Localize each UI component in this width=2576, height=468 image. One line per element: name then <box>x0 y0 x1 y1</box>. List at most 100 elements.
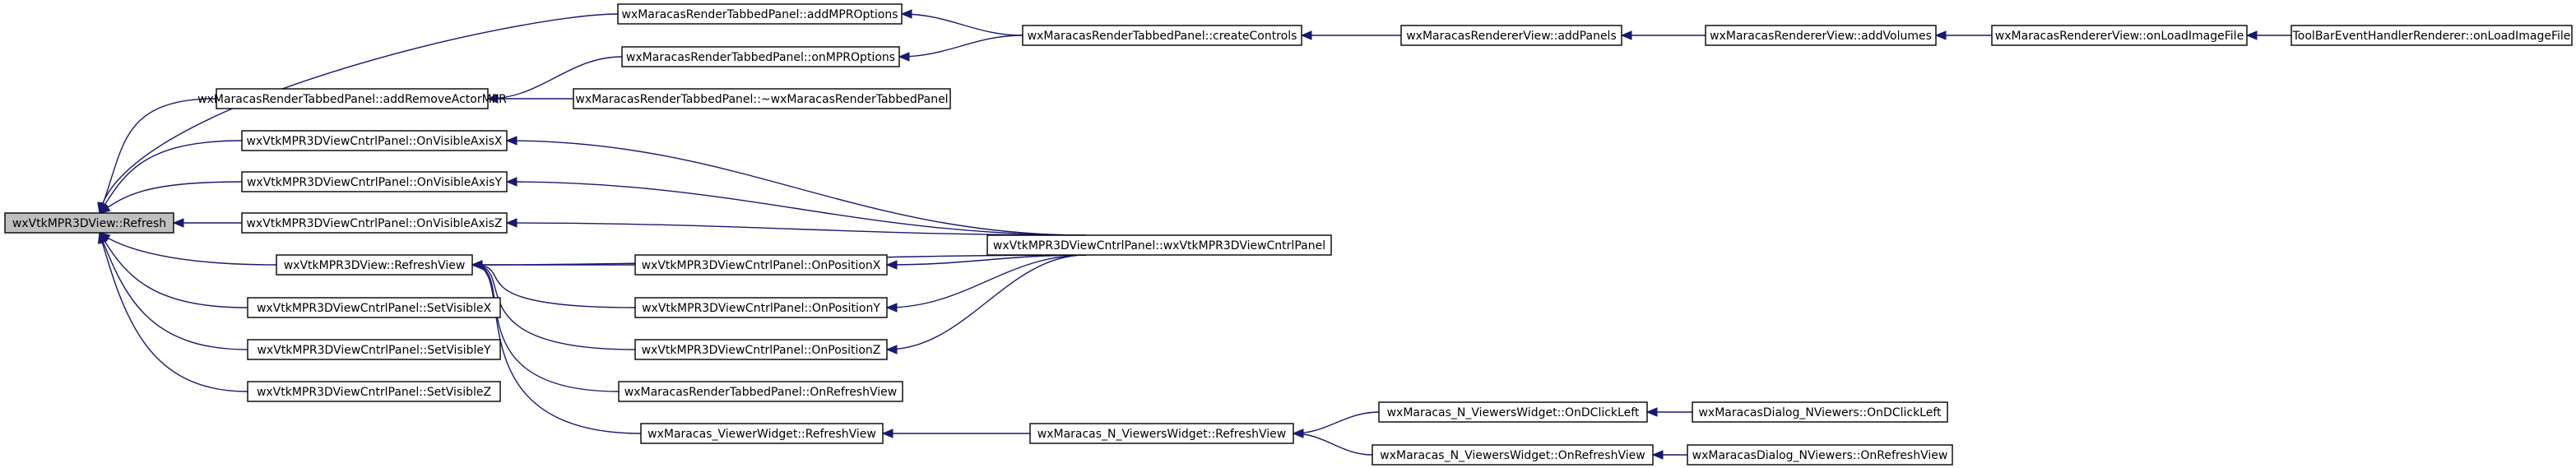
node-label: wxMaracasRendererView::addVolumes <box>1710 30 1932 43</box>
edge-addVolumes-to-onLoadImageFile <box>1934 30 1992 40</box>
edge-arrowhead <box>505 136 518 146</box>
edge-line <box>471 264 642 434</box>
node-label: wxVtkMPR3DViewCntrlPanel::wxVtkMPR3DView… <box>993 239 1325 253</box>
node-onVisibleAxisZ[interactable]: wxVtkMPR3DViewCntrlPanel::OnVisibleAxisZ <box>241 212 508 234</box>
node-box <box>4 212 174 234</box>
edge-arrowhead <box>885 260 898 270</box>
edge-line <box>99 232 248 308</box>
node-addPanels[interactable]: wxMaracasRendererView::addPanels <box>1400 25 1622 46</box>
edge-onVisibleAxisX-to-ctorCntrl <box>505 136 1087 236</box>
node-nViewersOnDClick[interactable]: wxMaracas_N_ViewersWidget::OnDClickLeft <box>1378 401 1648 423</box>
edge-arrowhead <box>1934 30 1947 40</box>
edge-refresh-to-setVisibleY <box>99 231 248 350</box>
node-label: wxVtkMPR3DViewCntrlPanel::SetVisibleZ <box>257 386 491 399</box>
node-label: wxMaracasRendererView::onLoadImageFile <box>1995 30 2244 43</box>
edge-arrowhead <box>1300 30 1312 40</box>
edge-line <box>901 13 1023 36</box>
edge-arrowhead <box>1292 429 1304 438</box>
node-box <box>247 339 501 360</box>
node-ctorCntrl[interactable]: wxVtkMPR3DViewCntrlPanel::wxVtkMPR3DView… <box>986 234 1332 256</box>
edge-arrowhead <box>898 52 910 62</box>
node-label: wxMaracas_N_ViewersWidget::OnRefreshView <box>1380 449 1645 462</box>
node-box <box>241 130 508 151</box>
edge-refresh-to-onVisibleAxisY <box>98 181 243 214</box>
edge-onPositionZ-to-ctorCntrl <box>885 254 1087 354</box>
node-refresh[interactable]: wxVtkMPR3DView::Refresh <box>4 212 174 234</box>
node-label: wxVtkMPR3DViewCntrlPanel::OnVisibleAxisX <box>246 135 502 148</box>
edge-line <box>99 13 619 214</box>
edge-line <box>471 264 620 392</box>
node-box <box>241 171 508 192</box>
node-label: wxMaracas_N_ViewersWidget::RefreshView <box>1037 428 1286 441</box>
node-label: wxVtkMPR3DViewCntrlPanel::OnPositionZ <box>642 344 881 357</box>
node-createControls[interactable]: wxMaracasRenderTabbedPanel::createContro… <box>1022 25 1302 46</box>
node-label: wxMaracasDialog_NViewers::OnDClickLeft <box>1698 406 1942 419</box>
edge-addPanels-to-addVolumes <box>1620 30 1706 40</box>
edge-nViewersOnRefresh-to-dialogOnRefresh <box>1651 450 1687 460</box>
node-setVisibleZ[interactable]: wxVtkMPR3DViewCntrlPanel::SetVisibleZ <box>247 381 501 402</box>
edge-refreshView-to-onRefreshViewTabbed <box>471 260 620 392</box>
edge-line <box>506 140 1087 236</box>
node-dialogOnDClick[interactable]: wxMaracasDialog_NViewers::OnDClickLeft <box>1692 401 1948 423</box>
edge-line <box>471 264 636 308</box>
edge-onMPROptions-to-createControls <box>898 35 1023 62</box>
node-box <box>2291 25 2573 46</box>
node-box <box>216 88 489 109</box>
edge-refresh-to-addRemoveActorMPR <box>99 98 217 215</box>
node-label: wxVtkMPR3DViewCntrlPanel::SetVisibleY <box>257 344 491 357</box>
node-label: wxVtkMPR3DViewCntrlPanel::OnVisibleAxisZ <box>246 217 502 230</box>
edge-line <box>99 232 277 266</box>
edge-line <box>886 254 1087 350</box>
node-dialogOnRefresh[interactable]: wxMaracasDialog_NViewers::OnRefreshView <box>1687 444 1953 466</box>
edge-arrowhead <box>98 203 111 214</box>
edge-refresh-to-onVisibleAxisZ <box>172 218 242 228</box>
edge-line <box>99 232 248 350</box>
edge-refresh-to-setVisibleZ <box>97 231 248 392</box>
node-onPositionZ[interactable]: wxVtkMPR3DViewCntrlPanel::OnPositionZ <box>634 339 888 360</box>
edge-refresh-to-refreshView <box>98 232 277 266</box>
node-box <box>634 339 888 360</box>
edge-line <box>99 232 248 392</box>
edge-createControls-to-addPanels <box>1300 30 1401 40</box>
edge-arrowhead <box>1620 30 1632 40</box>
node-dtorTabbed[interactable]: wxMaracasRenderTabbedPanel::~wxMaracasRe… <box>573 88 951 109</box>
edge-line <box>506 222 1087 236</box>
edge-nViewersOnDClick-to-dialogOnDClick <box>1645 407 1692 417</box>
edge-arrowhead <box>881 429 893 438</box>
node-toolbarOnLoad[interactable]: ToolBarEventHandlerRenderer::onLoadImage… <box>2291 25 2573 46</box>
node-viewerWidgetRefresh[interactable]: wxMaracas_ViewerWidget::RefreshView <box>640 423 884 444</box>
node-box <box>247 381 501 402</box>
node-box <box>1022 25 1302 46</box>
node-label: wxVtkMPR3DViewCntrlPanel::SetVisibleX <box>257 302 492 315</box>
edge-line <box>99 140 243 214</box>
node-refreshView[interactable]: wxVtkMPR3DView::RefreshView <box>276 254 473 276</box>
node-onVisibleAxisX[interactable]: wxVtkMPR3DViewCntrlPanel::OnVisibleAxisX <box>241 130 508 151</box>
edge-arrowhead <box>97 231 107 244</box>
node-setVisibleY[interactable]: wxVtkMPR3DViewCntrlPanel::SetVisibleY <box>247 339 501 360</box>
node-box <box>276 254 473 276</box>
edge-line <box>471 264 636 350</box>
node-setVisibleX[interactable]: wxVtkMPR3DViewCntrlPanel::SetVisibleX <box>247 297 501 318</box>
edge-viewerWidgetRefresh-to-nViewersRefresh <box>881 429 1030 438</box>
node-box <box>1378 401 1648 423</box>
node-onMPROptions[interactable]: wxMaracasRenderTabbedPanel::onMPROptions <box>621 46 900 67</box>
node-label: wxMaracasRenderTabbedPanel::addMPROption… <box>621 8 898 21</box>
node-box <box>1687 444 1953 466</box>
node-addRemoveActorMPR[interactable]: wxMaracasRenderTabbedPanel::addRemoveAct… <box>197 88 507 109</box>
edge-onLoadImageFile-to-toolbarOnLoad <box>2245 30 2291 40</box>
node-onVisibleAxisY[interactable]: wxVtkMPR3DViewCntrlPanel::OnVisibleAxisY <box>241 171 508 192</box>
node-nViewersRefresh[interactable]: wxMaracas_N_ViewersWidget::RefreshView <box>1029 423 1294 444</box>
node-label: wxVtkMPR3DViewCntrlPanel::OnVisibleAxisY <box>247 176 502 189</box>
node-onPositionY[interactable]: wxVtkMPR3DViewCntrlPanel::OnPositionY <box>634 297 888 318</box>
edge-arrowhead <box>2245 30 2258 40</box>
node-onRefreshViewTabbed[interactable]: wxMaracasRenderTabbedPanel::OnRefreshVie… <box>618 381 903 402</box>
node-onPositionX[interactable]: wxVtkMPR3DViewCntrlPanel::OnPositionX <box>634 254 888 276</box>
node-label: wxVtkMPR3DView::RefreshView <box>284 259 466 272</box>
node-onLoadImageFile[interactable]: wxMaracasRendererView::onLoadImageFile <box>1991 25 2248 46</box>
node-nViewersOnRefresh[interactable]: wxMaracas_N_ViewersWidget::OnRefreshView <box>1372 444 1654 466</box>
node-label: wxMaracasRenderTabbedPanel::createContro… <box>1028 30 1297 43</box>
node-label: wxMaracasRendererView::addPanels <box>1406 30 1617 43</box>
node-addVolumes[interactable]: wxMaracasRendererView::addVolumes <box>1705 25 1937 46</box>
edge-line <box>99 181 243 214</box>
node-addMPROptions[interactable]: wxMaracasRenderTabbedPanel::addMPROption… <box>617 3 903 25</box>
